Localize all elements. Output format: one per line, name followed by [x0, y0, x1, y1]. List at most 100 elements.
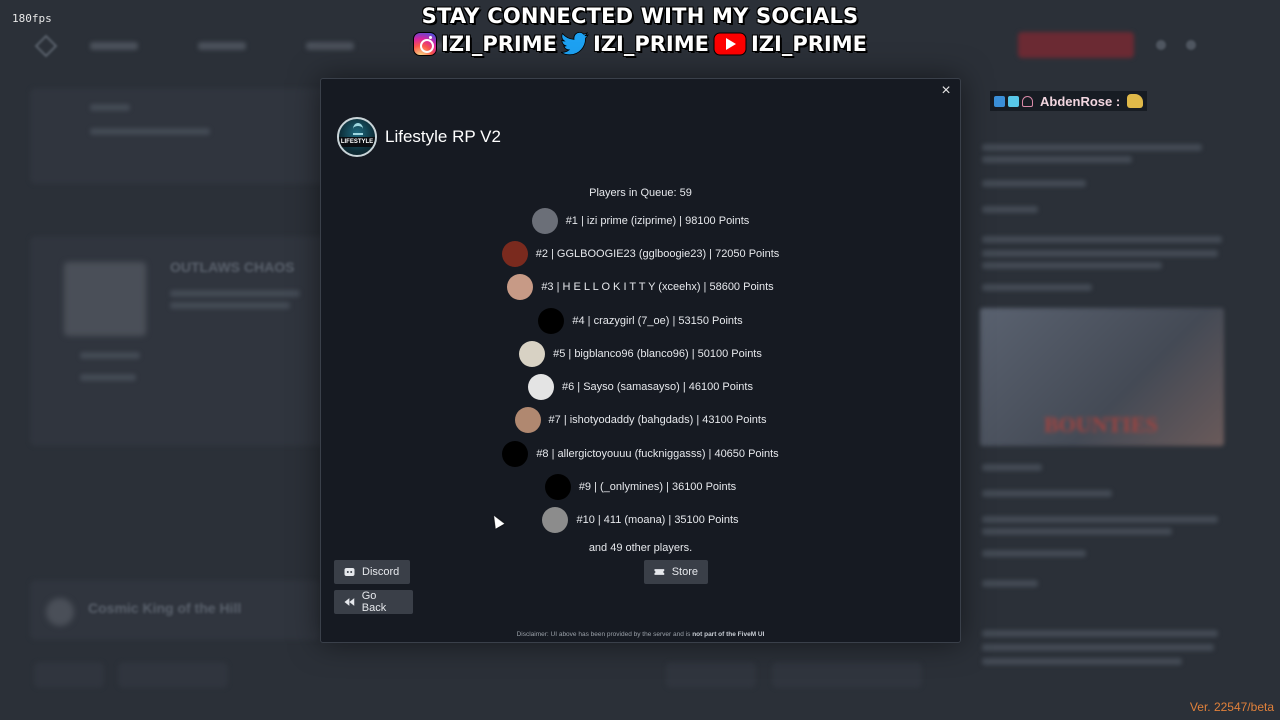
queue-entry: #3 | H E L L O K I T T Y (xceehx) | 5860… — [541, 281, 774, 294]
discord-icon — [344, 568, 355, 576]
nav-item — [306, 42, 354, 50]
queue-row: #2 | GGLBOOGIE23 (gglboogie23) | 72050 P… — [321, 237, 960, 270]
player-avatar — [528, 374, 554, 401]
disclaimer-bold: not part of the FiveM UI — [692, 631, 765, 638]
background-thumbnail — [64, 262, 146, 336]
disclaimer: Disclaimer: UI above has been provided b… — [321, 631, 960, 638]
youtube-icon — [713, 32, 747, 56]
social-handle: IZI_PRIME — [441, 32, 557, 56]
queue-row: #4 | crazygirl (7_oe) | 53150 Points — [321, 304, 960, 337]
background-text-line — [982, 206, 1038, 213]
logo-text: LIFESTYLE — [339, 137, 375, 147]
queue-row: #6 | Sayso (samasayso) | 46100 Points — [321, 370, 960, 403]
background-text-line — [982, 236, 1222, 243]
cube-badge-icon — [1008, 95, 1019, 107]
background-text-line — [982, 658, 1182, 665]
queue-row: #5 | bigblanco96 (blanco96) | 50100 Poin… — [321, 337, 960, 370]
queue-entry: #8 | allergictoyouuu (fuckniggasss) | 40… — [536, 447, 779, 460]
disclaimer-text: Disclaimer: UI above has been provided b… — [516, 631, 691, 638]
player-avatar — [501, 240, 528, 267]
background-text-line — [170, 290, 300, 297]
go-back-label: Go Back — [361, 590, 387, 614]
chat-message: AbdenRose : — [990, 91, 1148, 111]
background-text-line — [982, 580, 1038, 587]
background-text-line — [982, 516, 1218, 523]
background-panel — [30, 88, 330, 184]
discord-button[interactable]: Discord — [334, 560, 410, 584]
background-text-line — [982, 630, 1218, 637]
background-nav — [0, 28, 1280, 64]
social-twitter: IZI_PRIME — [561, 32, 709, 56]
background-text-line — [982, 180, 1086, 187]
queue-count: Players in Queue: 59 — [589, 187, 692, 199]
player-avatar — [514, 407, 541, 434]
queue-entry: #1 | izi prime (iziprime) | 98100 Points — [565, 214, 750, 227]
social-handle: IZI_PRIME — [750, 32, 867, 56]
nav-item — [90, 42, 138, 50]
player-avatar — [538, 307, 565, 334]
background-game-title: Cosmic King of the Hill — [88, 600, 242, 616]
server-header: LIFESTYLE Lifestyle RP V2 — [337, 117, 501, 157]
queue-entry: #7 | ishotyodaddy (bahgdads) | 43100 Poi… — [548, 414, 767, 427]
chat-username: AbdenRose : — [1040, 93, 1121, 109]
queue-row: #3 | H E L L O K I T T Y (xceehx) | 5860… — [321, 271, 960, 304]
queue-list: #1 | izi prime (iziprime) | 98100 Points… — [321, 204, 960, 537]
player-avatar — [542, 507, 569, 534]
nav-item — [414, 42, 462, 50]
queue-entry: #6 | Sayso (samasayso) | 46100 Points — [562, 381, 753, 394]
background-text-line — [982, 464, 1042, 471]
version-label: Ver. 22547/beta — [1189, 700, 1274, 714]
background-poster: BOUNTIES — [980, 308, 1224, 446]
socials-title: STAY CONNECTED WITH MY SOCIALS — [421, 4, 859, 28]
pikachu-emote-icon — [1127, 94, 1144, 108]
queue-entry: #10 | 411 (moana) | 35100 Points — [576, 514, 739, 527]
queue-row: #7 | ishotyodaddy (bahgdads) | 43100 Poi… — [321, 404, 960, 437]
queue-entry: #4 | crazygirl (7_oe) | 53150 Points — [572, 314, 743, 327]
player-avatar — [507, 274, 534, 301]
queue-modal: × LIFESTYLE Lifestyle RP V2 Players in Q… — [320, 78, 961, 643]
store-label: Store — [671, 566, 698, 578]
queue-entry: #9 | (_onlymines) | 36100 Points — [578, 481, 737, 494]
background-text-line — [982, 490, 1112, 497]
background-text-line — [982, 528, 1172, 535]
background-button — [118, 662, 228, 688]
nav-item — [198, 42, 246, 50]
socials-banner: STAY CONNECTED WITH MY SOCIALS IZI_PRIME… — [0, 4, 1280, 56]
background-text-line — [982, 284, 1092, 291]
background-avatar — [46, 598, 74, 626]
socials-row: IZI_PRIME IZI_PRIME IZI_PRIME — [0, 32, 1280, 56]
background-button — [666, 662, 756, 688]
twitter-icon — [561, 32, 589, 56]
background-text-line — [982, 250, 1218, 257]
social-youtube: IZI_PRIME — [713, 32, 867, 56]
store-button[interactable]: Store — [644, 560, 708, 584]
close-button[interactable]: × — [941, 82, 951, 99]
background-button — [34, 662, 104, 688]
background-button — [772, 662, 922, 688]
background-text-line — [982, 550, 1086, 557]
palm-tree-icon — [353, 123, 363, 135]
others-count: and 49 other players. — [588, 542, 693, 554]
instagram-icon — [413, 32, 438, 56]
background-text-line — [90, 104, 130, 111]
server-title: Lifestyle RP V2 — [385, 127, 501, 146]
player-avatar — [502, 440, 529, 467]
background-text-line — [80, 374, 136, 381]
background-text-line — [982, 156, 1132, 163]
social-instagram: IZI_PRIME — [413, 32, 557, 56]
background-event-title: OUTLAWS CHAOS — [170, 259, 295, 275]
player-avatar — [531, 207, 558, 234]
background-text-line — [80, 352, 140, 359]
queue-row: #10 | 411 (moana) | 35100 Points — [321, 504, 960, 537]
queue-row: #8 | allergictoyouuu (fuckniggasss) | 40… — [321, 437, 960, 470]
background-text-line — [982, 262, 1162, 269]
social-handle: IZI_PRIME — [593, 32, 709, 56]
go-back-button[interactable]: Go Back — [334, 590, 413, 614]
queue-row: #1 | izi prime (iziprime) | 98100 Points — [321, 204, 960, 237]
poster-text: BOUNTIES — [1044, 412, 1158, 437]
settings-icon — [1156, 40, 1166, 50]
profile-icon — [1186, 40, 1196, 50]
background-text-line — [90, 128, 210, 135]
queue-entry: #2 | GGLBOOGIE23 (gglboogie23) | 72050 P… — [535, 247, 780, 260]
background-text-line — [982, 144, 1202, 151]
